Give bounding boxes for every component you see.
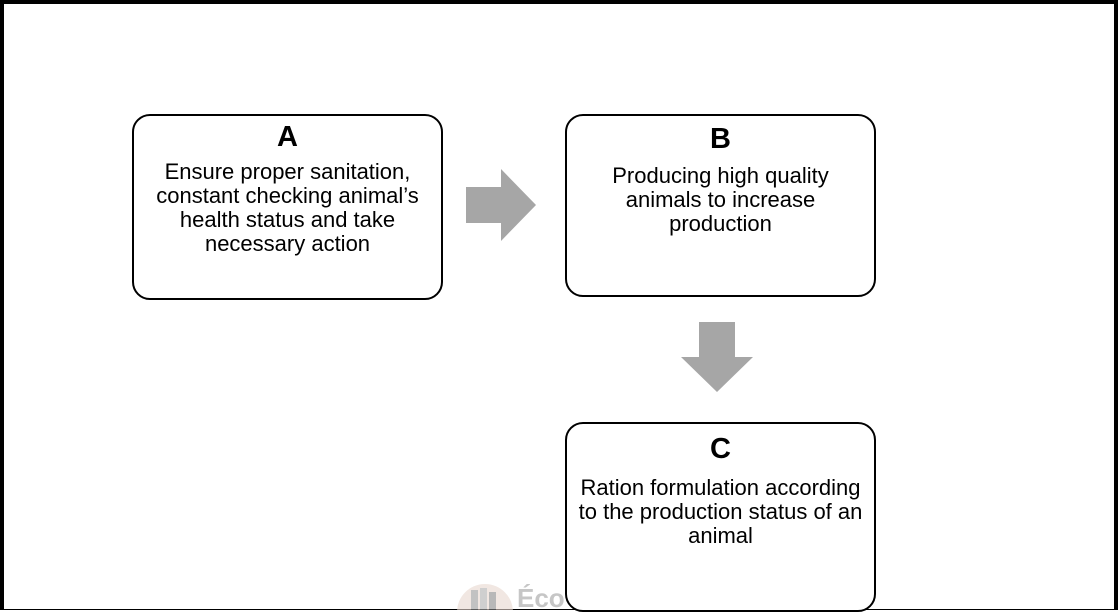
step-box-b: B Producing high quality animals to incr… <box>565 114 876 297</box>
watermark-text: Éco <box>517 583 565 610</box>
books-logo-icon <box>457 584 513 610</box>
step-title-b: B <box>710 123 731 155</box>
step-text-c: Ration formulation according to the prod… <box>578 475 863 548</box>
step-box-c: C Ration formulation according to the pr… <box>565 422 876 612</box>
step-title-c: C <box>710 433 731 465</box>
arrow-right-icon <box>466 169 536 241</box>
watermark: Éco <box>455 582 705 610</box>
step-text-a: Ensure proper sanitation, constant check… <box>156 159 419 256</box>
step-box-a: A Ensure proper sanitation, constant che… <box>132 114 443 300</box>
step-text-b: Producing high quality animals to increa… <box>612 163 829 236</box>
step-title-a: A <box>277 121 298 153</box>
arrow-down-icon <box>681 322 753 392</box>
